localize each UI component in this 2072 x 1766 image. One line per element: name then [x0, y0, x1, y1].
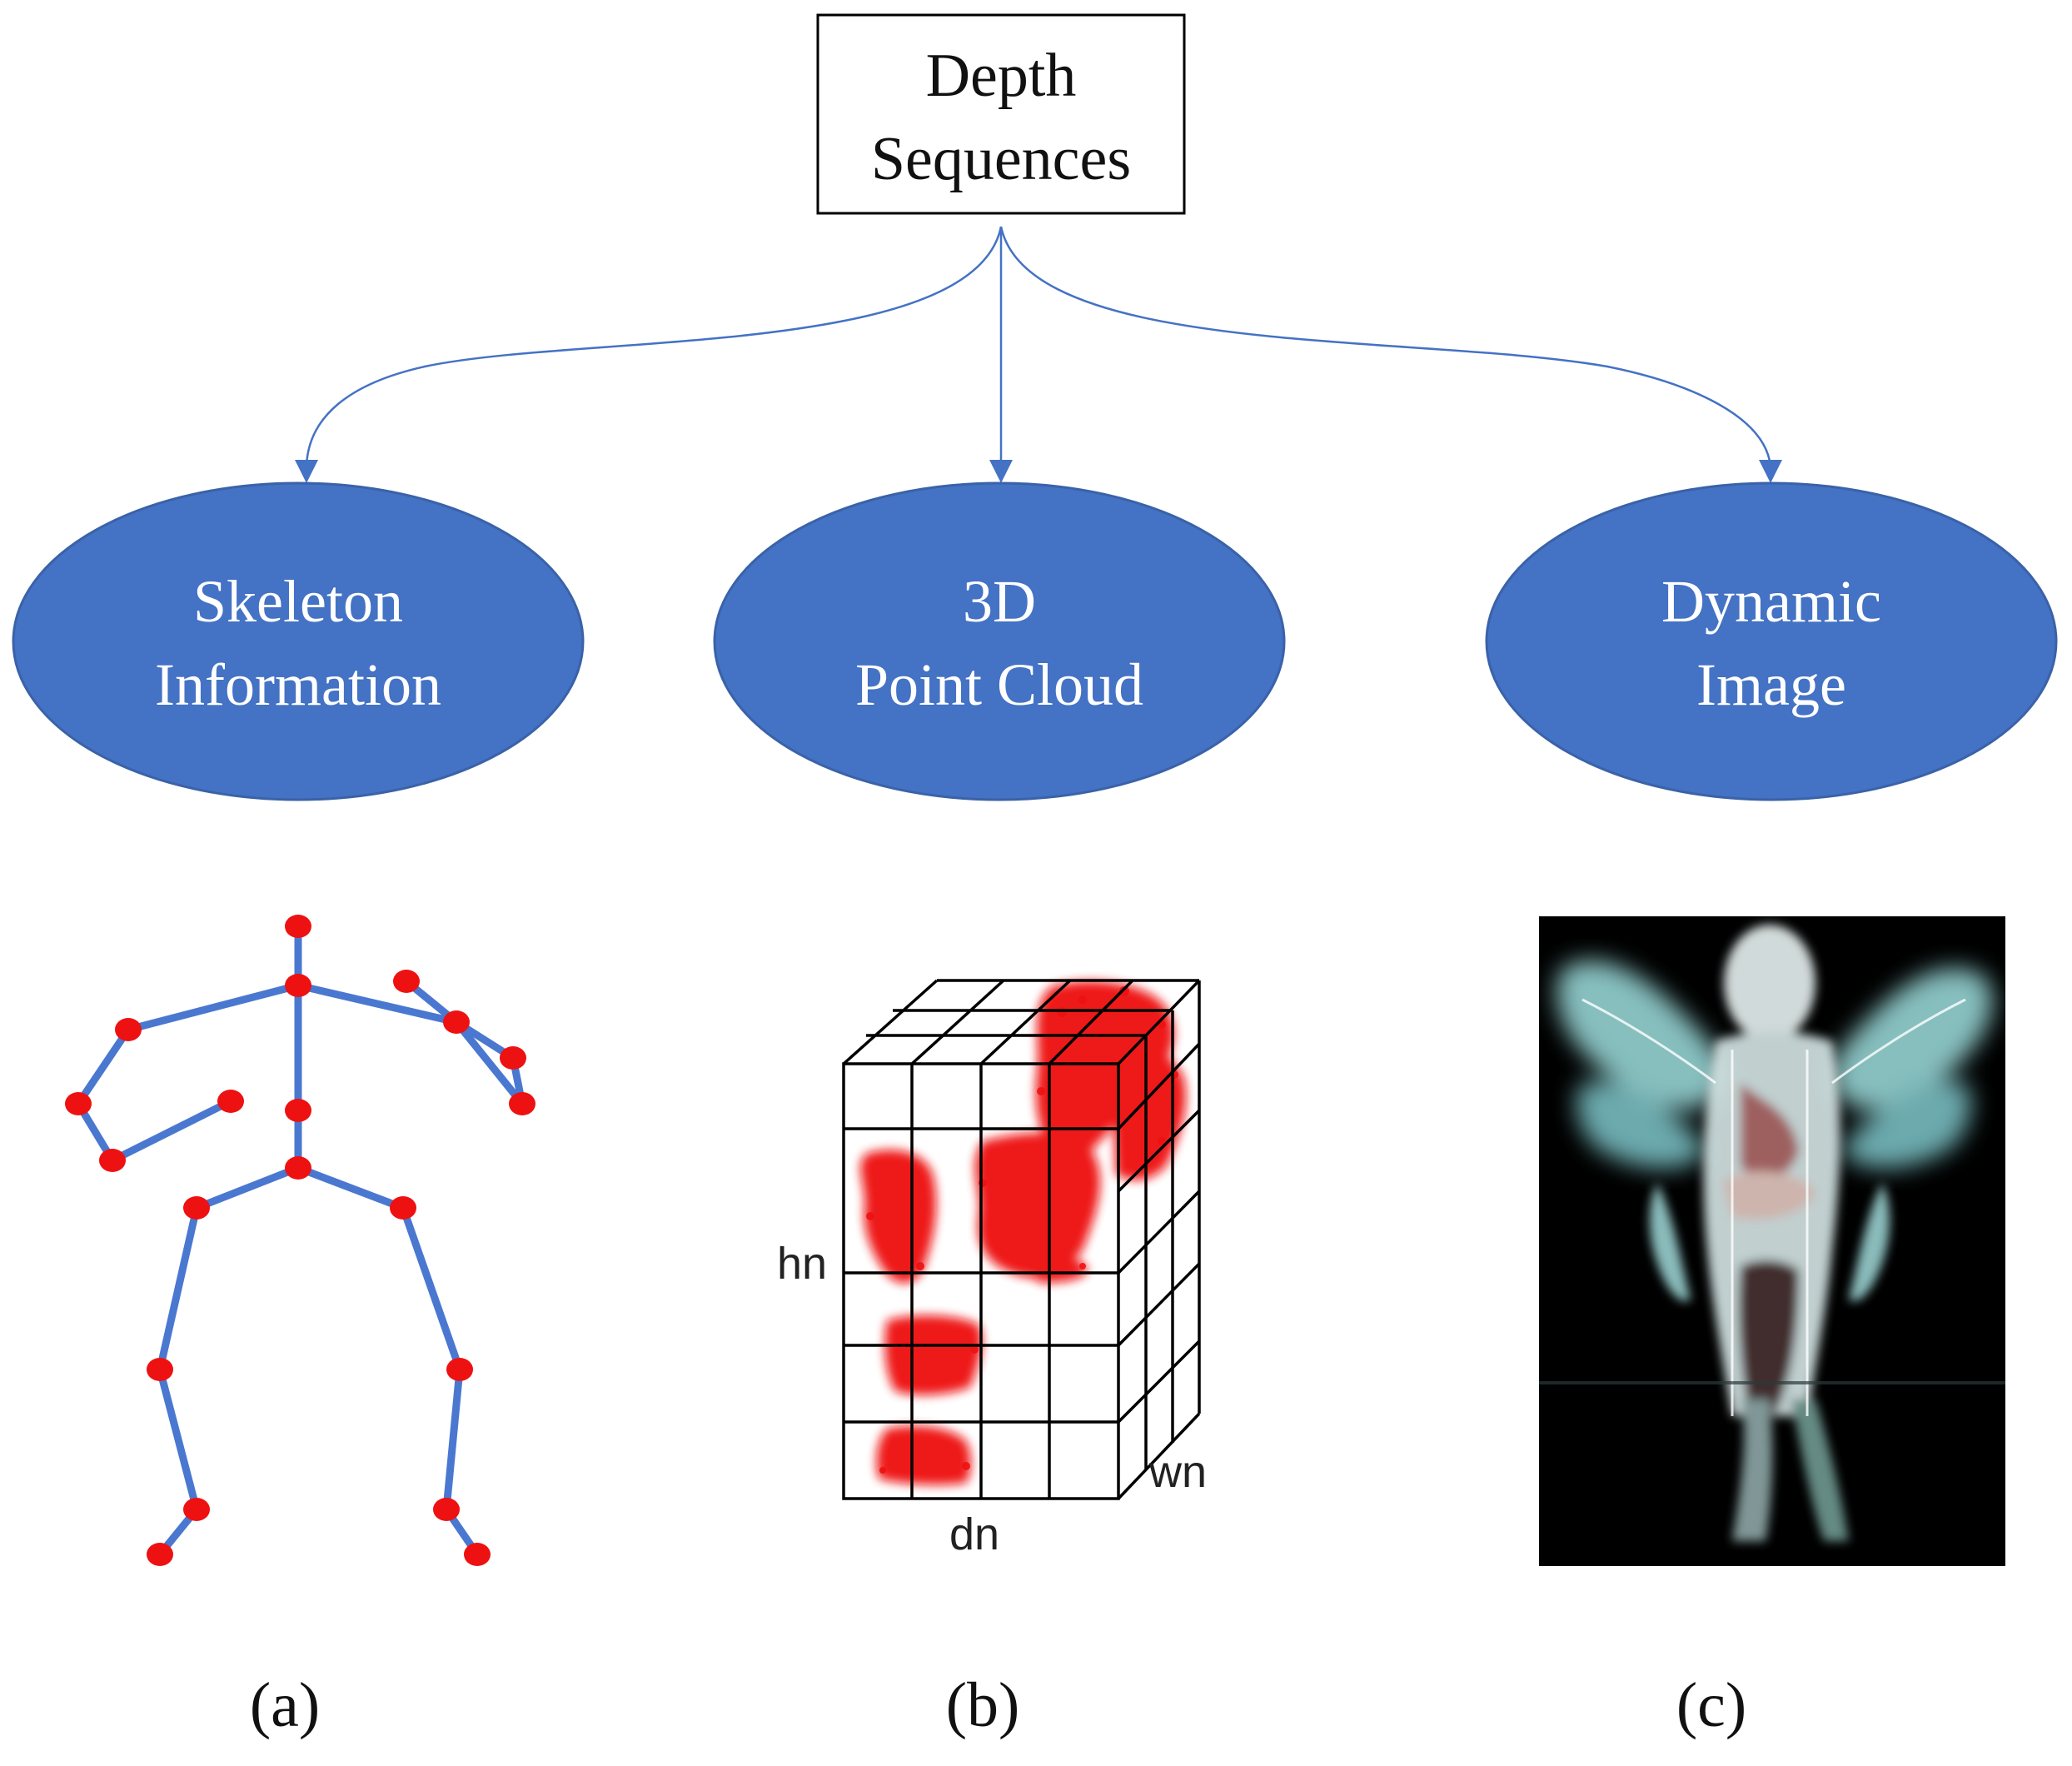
- dynamic-label-line1: Dynamic: [1661, 568, 1881, 635]
- node-skeleton-information: Skeleton Information: [12, 481, 585, 801]
- arrowhead-point-cloud: [989, 460, 1013, 483]
- root-label-line2: Sequences: [871, 125, 1131, 193]
- skeleton-label-line1: Skeleton: [193, 568, 403, 635]
- arrowheads: [295, 460, 1782, 483]
- root-label-line1: Depth: [926, 42, 1077, 110]
- dynamic-label-line2: Image: [1696, 651, 1846, 718]
- skeleton-label-line2: Information: [155, 651, 441, 718]
- caption-c: (c): [1676, 1670, 1746, 1740]
- grid-label-depth: dn: [949, 1509, 999, 1559]
- root-node: Depth Sequences: [816, 13, 1186, 215]
- arrow-to-skeleton: [305, 226, 1003, 467]
- point-cloud-label-line1: 3D: [963, 568, 1036, 635]
- point-cloud-label-line2: Point Cloud: [855, 651, 1143, 718]
- grid-lines: [842, 979, 1201, 1500]
- dynamic-image-figure: [1539, 916, 2005, 1566]
- arrowhead-dynamic-image: [1759, 460, 1782, 483]
- node-dynamic-image: Dynamic Image: [1485, 481, 2058, 801]
- arrow-to-dynamic-image: [999, 226, 1772, 467]
- caption-b: (b): [946, 1670, 1020, 1740]
- arrowhead-skeleton: [295, 460, 318, 483]
- point-cloud-grid: hn dn wn: [777, 979, 1207, 1559]
- grid-label-height: hn: [777, 1239, 827, 1289]
- arrows: [305, 226, 1772, 467]
- skeleton-figure: [65, 915, 535, 1566]
- grid-label-width: wn: [1148, 1447, 1207, 1497]
- point-cloud-blobs: [860, 980, 1186, 1485]
- node-3d-point-cloud: 3D Point Cloud: [713, 481, 1286, 801]
- caption-a: (a): [250, 1670, 320, 1740]
- skeleton-joints: [65, 915, 535, 1566]
